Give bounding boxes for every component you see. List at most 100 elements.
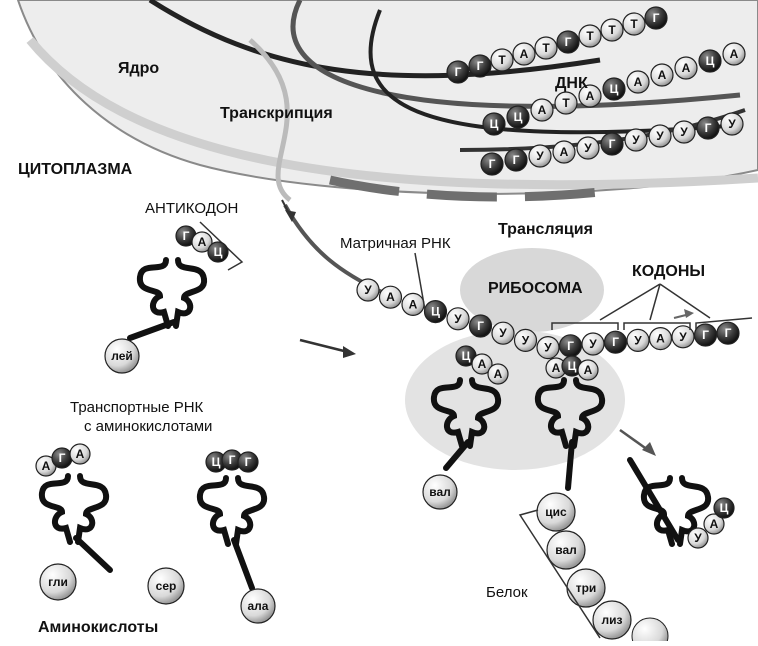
nucleotide-letter: У <box>728 117 736 131</box>
amino-acid-label: вал <box>429 485 451 499</box>
anticodon-nucleotide: Г <box>52 448 72 468</box>
amino-acid-label: три <box>576 581 597 595</box>
nucleotide: Т <box>555 92 577 114</box>
anticodon-label: АНТИКОДОН <box>145 200 238 217</box>
nucleotide: Г <box>697 117 719 139</box>
amino-acid: вал <box>423 475 457 509</box>
nucleotide-letter: Ц <box>214 245 223 259</box>
nucleotide-letter: А <box>584 363 593 377</box>
nucleotide-letter: У <box>679 330 687 344</box>
translation-label: Трансляция <box>498 221 593 238</box>
nucleotide: Т <box>535 37 557 59</box>
mrna-nucleotide: Г <box>470 315 492 337</box>
nucleotide-letter: У <box>522 333 530 347</box>
nucleotide-letter: Т <box>630 17 638 31</box>
nucleotide-letter: Г <box>489 157 496 171</box>
mrna-nucleotide: Г <box>605 331 627 353</box>
nucleotide-letter: У <box>454 312 462 326</box>
nucleotide-letter: Г <box>455 65 462 79</box>
nucleotide: Г <box>645 7 667 29</box>
nucleotide: У <box>721 113 743 135</box>
nucleotide-letter: Т <box>586 29 594 43</box>
anticodon-nucleotide: А <box>488 364 508 384</box>
nucleotide-letter: Ц <box>212 455 221 469</box>
nucleotide: Т <box>623 13 645 35</box>
nucleotide-letter: А <box>386 290 395 304</box>
nucleus-label: Ядро <box>118 60 159 77</box>
nucleotide-letter: А <box>658 68 667 82</box>
nucleotide-letter: А <box>730 47 739 61</box>
nucleotide: У <box>577 137 599 159</box>
nucleotide-letter: А <box>552 361 561 375</box>
nucleotide-letter: У <box>634 333 642 347</box>
amino-acid-gly: гли <box>40 564 76 600</box>
trna-acceptor-stem <box>130 322 174 338</box>
nucleotide-letter: Ц <box>706 54 715 68</box>
nucleotide-letter: А <box>76 447 85 461</box>
nucleotide-letter: А <box>682 61 691 75</box>
amino-trp: три <box>567 569 605 607</box>
amino-acid-label: лиз <box>602 613 623 627</box>
nucleotide-letter: Ц <box>490 117 499 131</box>
trna-exit-arrowhead-icon <box>642 442 656 456</box>
nucleotide: А <box>723 43 745 65</box>
transcription-label: Транскрипция <box>220 105 333 122</box>
nucleotide-letter: Г <box>229 453 236 467</box>
nucleotide-letter: Г <box>477 59 484 73</box>
trna-caption-line1: Транспортные РНК <box>70 399 204 416</box>
dna-label: ДНК <box>555 75 588 92</box>
nucleotide: А <box>675 57 697 79</box>
nucleotide-letter: У <box>656 129 664 143</box>
nucleotide-letter: Т <box>562 96 570 110</box>
trna-leaving: УАЦ <box>630 460 734 548</box>
nucleotide-letter: А <box>656 332 665 346</box>
nucleotide: Т <box>579 25 601 47</box>
mrna-label: Матричная РНК <box>340 235 451 252</box>
amino-acid-label: ала <box>248 599 269 613</box>
mrna-nucleotide: Ц <box>425 301 447 323</box>
trna-ala-cloverleaf <box>200 478 264 544</box>
nucleotide-letter: Ц <box>462 349 471 363</box>
nucleotide-letter: А <box>494 367 503 381</box>
nucleotide: Г <box>447 61 469 83</box>
nucleotide-letter: Г <box>609 137 616 151</box>
nucleotide-letter: Г <box>245 455 252 469</box>
nucleotide-letter: А <box>478 357 487 371</box>
nucleotide-letter: Г <box>59 451 66 465</box>
mrna-nucleotide: А <box>402 293 424 315</box>
nucleotide: Ц <box>483 113 505 135</box>
trna-free-1: АГА <box>36 444 110 570</box>
nucleotide: Г <box>557 31 579 53</box>
nucleotide-letter: Г <box>513 153 520 167</box>
nucleotide-letter: Ц <box>431 305 440 319</box>
anticodon-nucleotide: А <box>578 360 598 380</box>
nucleotide: Т <box>601 19 623 41</box>
nucleotide: А <box>513 43 535 65</box>
amino-acid: ала <box>241 589 275 623</box>
nucleotide-letter: У <box>499 326 507 340</box>
amino-val: вал <box>547 531 585 569</box>
mrna-nucleotide: У <box>447 308 469 330</box>
nucleotide: У <box>529 145 551 167</box>
nucleotide-letter: Ц <box>514 110 523 124</box>
nucleotide: Ц <box>699 50 721 72</box>
nucleotide-letter: У <box>584 141 592 155</box>
nucleotide-letter: Ц <box>720 501 729 515</box>
cytoplasm-label: ЦИТОПЛАЗМА <box>18 161 133 178</box>
mrna-nucleotide: У <box>515 329 537 351</box>
anticodon-nucleotide: А <box>70 444 90 464</box>
nucleotide: А <box>651 64 673 86</box>
nucleotide-letter: А <box>560 145 569 159</box>
nucleotide-letter: А <box>634 75 643 89</box>
mrna-nucleotide: Г <box>695 324 717 346</box>
nucleotide: Г <box>505 149 527 171</box>
trna-approach-arrow <box>300 340 348 352</box>
mrna-nucleotide: У <box>357 279 379 301</box>
amino-acid-label: цис <box>545 505 567 519</box>
amino-acid-label: сер <box>156 579 177 593</box>
trna-leu-cloverleaf <box>140 260 204 326</box>
nucleotide-letter: Ц <box>610 82 619 96</box>
nucleotide: А <box>531 99 553 121</box>
